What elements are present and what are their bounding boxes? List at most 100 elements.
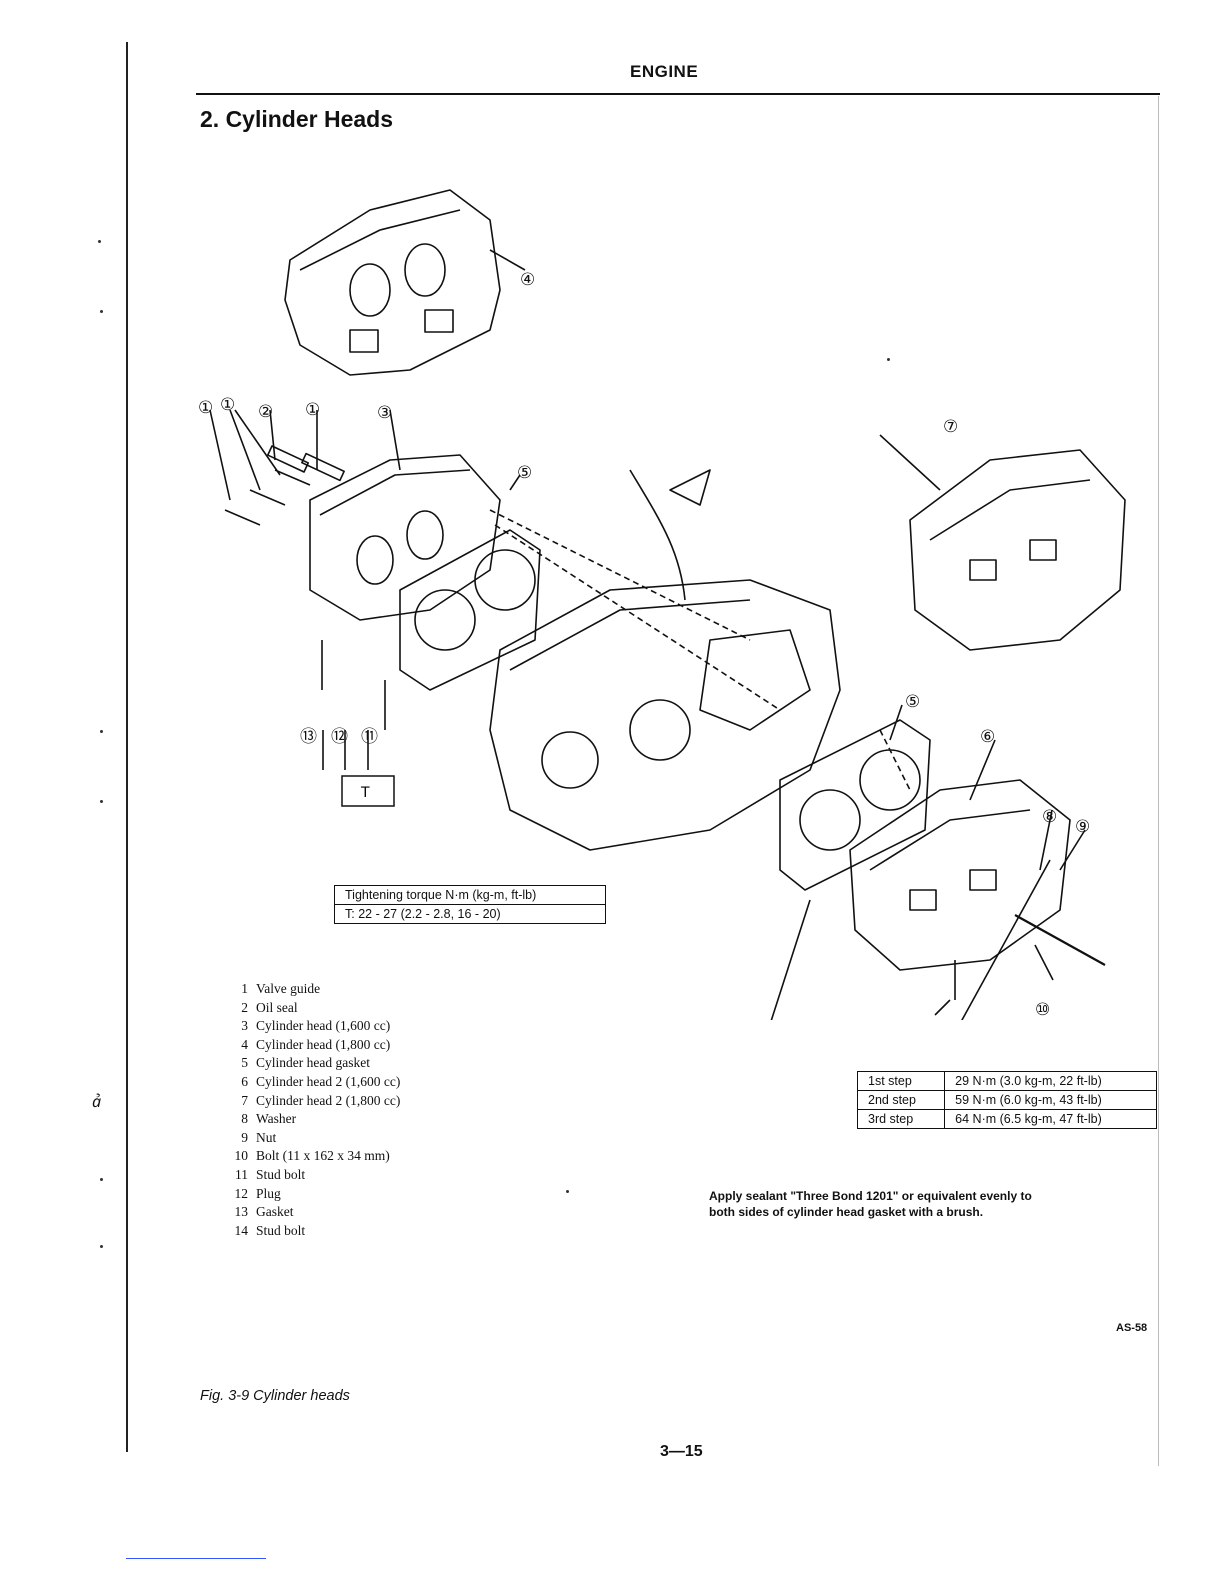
- sealant-note: Apply sealant "Three Bond 1201" or equiv…: [709, 1189, 1032, 1219]
- list-item: 3 Cylinder head (1,600 cc): [222, 1017, 400, 1036]
- callout-9: ⑨: [1075, 817, 1090, 837]
- list-item: 4 Cylinder head (1,800 cc): [222, 1036, 400, 1055]
- part-name: Oil seal: [256, 999, 298, 1015]
- cylinder-head-2-1600-drawing: [849, 779, 1071, 971]
- list-item: 1 Valve guide: [222, 980, 400, 999]
- torque-label: T: [360, 785, 370, 801]
- list-item: 13 Gasket: [222, 1203, 400, 1222]
- part-name: Bolt (11 x 162 x 34 mm): [256, 1148, 390, 1164]
- callout-12: ⑫: [331, 727, 348, 747]
- gasket-left-drawing: [399, 529, 541, 691]
- section-title: 2. Cylinder Heads: [200, 106, 394, 132]
- exploded-diagram: ① ① ② ① ③ ④ ⑤ ⑤ ⑥ ⑦ ⑧ ⑨ ⑩ ⑪ ⑫ ⑬ ⑭ T: [198, 189, 1126, 1020]
- reference-code: AS-58: [1116, 1322, 1148, 1334]
- list-item: 12 Plug: [222, 1185, 400, 1204]
- part-number: 4: [241, 1036, 248, 1052]
- step-label: 3rd step: [856, 1109, 946, 1129]
- list-item: 8 Washer: [222, 1110, 400, 1129]
- part-number: 7: [241, 1092, 248, 1108]
- step-value: 59 N·m (6.0 kg-m, 43 ft-lb): [944, 1090, 1157, 1110]
- step-label: 1st step: [856, 1071, 946, 1091]
- part-number: 9: [241, 1129, 248, 1145]
- right-margin-rule: [1158, 96, 1159, 1466]
- list-item: 2 Oil seal: [222, 999, 400, 1018]
- engine-block-drawing: [489, 469, 841, 851]
- callout-10: ⑩: [1035, 1000, 1050, 1020]
- table-row: 3rd step 64 N·m (6.5 kg-m, 47 ft-lb): [856, 1109, 1157, 1129]
- part-number: 1: [241, 981, 248, 996]
- scan-speck: [100, 1245, 103, 1248]
- part-name: Valve guide: [256, 981, 321, 996]
- part-name: Stud bolt: [256, 1166, 306, 1182]
- step-label: 2nd step: [856, 1090, 946, 1110]
- part-name: Nut: [256, 1129, 277, 1145]
- page-number: 3—15: [660, 1443, 703, 1460]
- scan-speck: [887, 358, 890, 361]
- table-row: 1st step 29 N·m (3.0 kg-m, 22 ft-lb): [856, 1071, 1157, 1091]
- scan-speck: [100, 800, 103, 803]
- part-name: Cylinder head gasket: [256, 1055, 370, 1071]
- margin-mark: ꞻ: [92, 1094, 102, 1111]
- tightening-steps-table: 1st step 29 N·m (3.0 kg-m, 22 ft-lb) 2nd…: [856, 1071, 1157, 1129]
- part-name: Washer: [256, 1111, 297, 1127]
- list-item: 11 Stud bolt: [222, 1166, 400, 1185]
- step-value: 64 N·m (6.5 kg-m, 47 ft-lb): [944, 1109, 1157, 1129]
- part-number: 14: [234, 1222, 249, 1238]
- long-bolt-drawing: [1014, 914, 1106, 966]
- header-rule: [196, 93, 1160, 95]
- table-row: 2nd step 59 N·m (6.0 kg-m, 43 ft-lb): [856, 1090, 1157, 1110]
- list-item: 9 Nut: [222, 1129, 400, 1148]
- scan-speck: [100, 730, 103, 733]
- part-number: 12: [234, 1185, 249, 1201]
- part-name: Cylinder head (1,600 cc): [256, 1018, 391, 1034]
- list-item: 10 Bolt (11 x 162 x 34 mm): [222, 1147, 400, 1166]
- scan-speck: [100, 1178, 103, 1181]
- left-margin-rule: [126, 42, 128, 1452]
- list-item: 5 Cylinder head gasket: [222, 1054, 400, 1073]
- callout-3: ③: [377, 403, 392, 423]
- callout-6: ⑥: [980, 727, 995, 747]
- part-name: Stud bolt: [256, 1222, 306, 1238]
- cylinder-head-2-1800-drawing: [909, 449, 1126, 651]
- callout-5a: ⑤: [517, 463, 532, 483]
- valve-guides-drawing: [224, 445, 345, 526]
- part-number: 6: [241, 1073, 248, 1089]
- torque-table-row: T: 22 - 27 (2.2 - 2.8, 16 - 20): [334, 904, 606, 924]
- part-name: Cylinder head 2 (1,600 cc): [256, 1073, 401, 1089]
- part-name: Cylinder head (1,800 cc): [256, 1036, 391, 1052]
- cylinder-head-1600-drawing: [309, 454, 501, 621]
- callout-8: ⑧: [1042, 807, 1057, 827]
- part-number: 13: [234, 1204, 249, 1220]
- part-number: 5: [241, 1055, 248, 1071]
- list-item: 14 Stud bolt: [222, 1222, 400, 1241]
- part-number: 3: [241, 1018, 248, 1034]
- section-header: ENGINE: [630, 62, 699, 81]
- step-value: 29 N·m (3.0 kg-m, 22 ft-lb): [944, 1071, 1157, 1091]
- part-number: 2: [241, 999, 248, 1015]
- list-item: 6 Cylinder head 2 (1,600 cc): [222, 1073, 400, 1092]
- callout-2: ②: [258, 402, 273, 422]
- callout-1b: ①: [220, 395, 235, 415]
- part-name: Gasket: [256, 1204, 294, 1220]
- torque-table: Tightening torque N·m (kg-m, ft-lb) T: 2…: [334, 885, 606, 924]
- callout-11: ⑪: [361, 727, 378, 747]
- torque-table-header: Tightening torque N·m (kg-m, ft-lb): [334, 885, 606, 905]
- callout-13: ⑬: [300, 727, 317, 747]
- callout-5b: ⑤: [905, 692, 920, 712]
- callout-1a: ①: [198, 398, 213, 418]
- figure-caption: Fig. 3-9 Cylinder heads: [200, 1388, 350, 1404]
- part-number: 10: [234, 1148, 249, 1164]
- part-number: 8: [241, 1111, 248, 1127]
- gasket-right-drawing: [779, 719, 931, 891]
- part-number: 11: [235, 1166, 248, 1182]
- scan-speck: [98, 240, 101, 243]
- footer-line: [126, 1558, 266, 1559]
- scan-speck: [100, 310, 103, 313]
- callout-7: ⑦: [943, 417, 958, 437]
- part-name: Plug: [256, 1185, 281, 1201]
- torque-label-box: T: [341, 775, 395, 807]
- callout-1c: ①: [305, 400, 320, 420]
- callout-4: ④: [520, 270, 535, 290]
